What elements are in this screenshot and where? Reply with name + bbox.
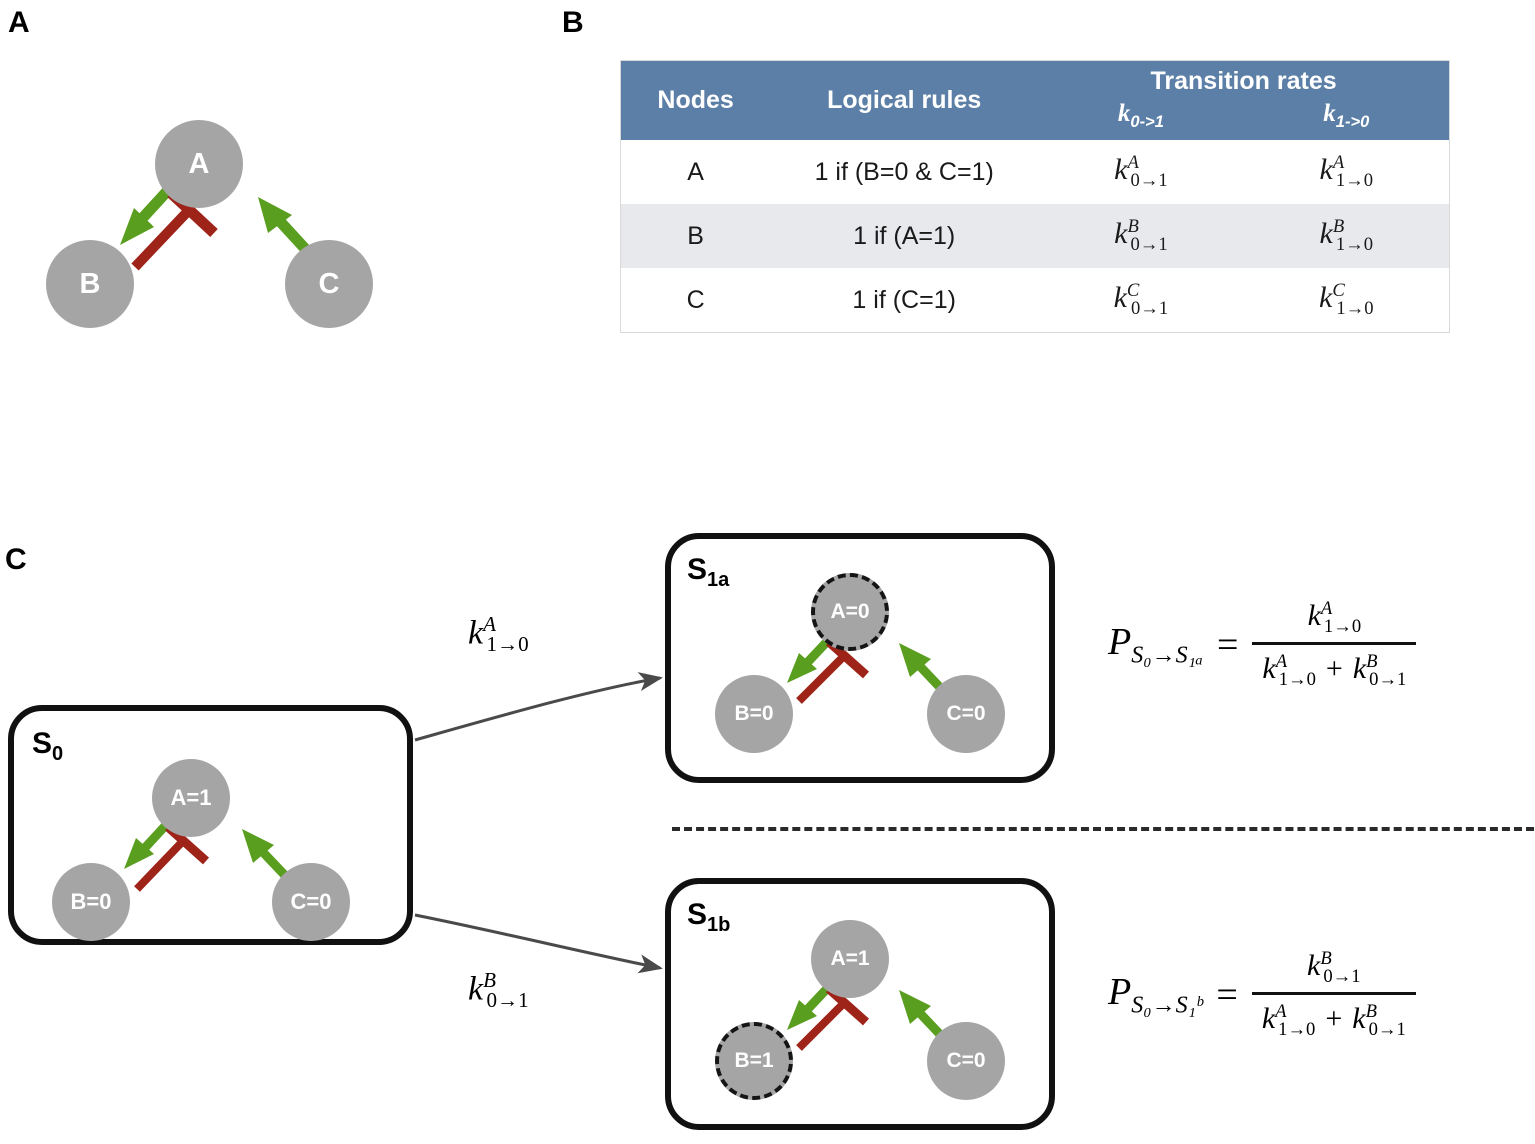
- transition-label-upper: kA1→0: [468, 612, 529, 657]
- node-b-label: B=0: [734, 702, 774, 725]
- node-b-label: B=0: [70, 889, 112, 914]
- node-b: B=1: [715, 1022, 793, 1100]
- cell-rule: 1 if (C=1): [852, 285, 956, 314]
- state-box-s1b: S1b A=1 B=1 C=0: [665, 878, 1055, 1130]
- formula-numerator: kA1→0: [1307, 598, 1362, 637]
- column-header-k0to1: k0->1: [1038, 98, 1244, 140]
- formula-probability-s1a: PS₀→S₁ₐ = kA1→0 kA1→0 + kB0→1: [1108, 598, 1417, 691]
- node-a: A=0: [811, 573, 889, 651]
- node-a: A=1: [152, 759, 230, 837]
- formula-fraction: kA1→0 kA1→0 + kB0→1: [1252, 598, 1417, 691]
- node-a-label: A=0: [830, 600, 870, 623]
- column-header-transition-rates: Transition rates: [1038, 60, 1450, 98]
- formula-probability-s1b: PS₀→S₁ᵇ = kB0→1 kA1→0 + kB0→1: [1108, 948, 1416, 1041]
- cell-node: C: [686, 285, 705, 314]
- panel-label-b: B: [562, 6, 584, 39]
- state-box-s0: S0 A=1 B=0 C=0: [8, 705, 413, 945]
- table-header: Nodes Logical rules Transition rates k0-…: [620, 60, 1450, 140]
- network-diagram-s1a: A=0 B=0 C=0: [699, 553, 1044, 778]
- fraction-bar: [1252, 642, 1417, 645]
- node-b-label: B: [79, 267, 101, 300]
- formula-equals: =: [1216, 623, 1239, 666]
- node-b-label: B=1: [734, 1049, 774, 1072]
- state-tag-s0: S0: [32, 727, 64, 765]
- node-c-label: C=0: [946, 702, 986, 725]
- table-row: C 1 if (C=1) kC0→1 kC1→0: [621, 268, 1450, 333]
- cell-node: A: [687, 157, 704, 186]
- cell-node: B: [620, 204, 771, 268]
- node-c-label: C: [318, 267, 340, 300]
- node-a-label: A=1: [170, 785, 212, 810]
- table-row: B 1 if (A=1) kB0→1 kB1→0: [620, 204, 1450, 268]
- k1to0-sub: 1->0: [1335, 113, 1370, 131]
- node-a-label: A: [188, 147, 210, 180]
- k0to1-sub: 0->1: [1130, 113, 1164, 131]
- network-diagram-s1b: A=1 B=1 C=0: [699, 900, 1044, 1125]
- formula-fraction: kB0→1 kA1→0 + kB0→1: [1251, 948, 1416, 1041]
- fraction-bar: [1251, 992, 1416, 995]
- transition-rates-table: Nodes Logical rules Transition rates k0-…: [620, 60, 1450, 333]
- state-box-s1a: S1a A=0 B=0 C=0: [665, 533, 1055, 783]
- network-diagram-panel-a: A B C: [30, 75, 410, 335]
- node-a: A: [155, 120, 243, 208]
- cell-rule: 1 if (A=1): [770, 204, 1039, 268]
- panel-label-c: C: [5, 543, 27, 576]
- arrow-s0-to-s1b: [414, 913, 663, 974]
- column-header-logical-rules: Logical rules: [770, 60, 1039, 140]
- network-diagram-s0: A=1 B=0 C=0: [34, 735, 404, 941]
- transition-label-lower: kB0→1: [468, 968, 529, 1013]
- node-c-label: C=0: [946, 1049, 986, 1072]
- formula-lhs: PS₀→S₁ᵇ: [1108, 970, 1203, 1019]
- node-b: B: [46, 240, 134, 328]
- cell-k0to1: kC0→1: [1113, 280, 1169, 319]
- cell-k1to0: kA1→0: [1319, 152, 1374, 191]
- formula-lhs: PS₀→S₁ₐ: [1108, 620, 1203, 669]
- arrow-s0-to-s1a: [414, 672, 663, 742]
- column-header-k1to0: k1->0: [1243, 98, 1450, 140]
- node-b: B=0: [715, 675, 793, 753]
- table-row: A 1 if (B=0 & C=1) kA0→1 kA1→0: [621, 140, 1450, 204]
- cell-k0to1: kA0→1: [1114, 152, 1168, 191]
- k0to1-base: k: [1117, 100, 1131, 127]
- branch-divider: [672, 827, 1534, 831]
- node-c: C=0: [927, 1022, 1005, 1100]
- node-b: B=0: [52, 863, 130, 941]
- formula-numerator: kB0→1: [1307, 948, 1361, 987]
- formula-denominator: kA1→0 + kB0→1: [1261, 1001, 1406, 1040]
- state-tag-s1a: S1a: [687, 553, 730, 591]
- cell-k1to0: kC1→0: [1319, 280, 1374, 319]
- node-c: C=0: [272, 863, 350, 941]
- node-c: C=0: [927, 675, 1005, 753]
- cell-k1to0: kB1→0: [1243, 204, 1450, 268]
- cell-k0to1: kB0→1: [1038, 204, 1244, 268]
- formula-equals: =: [1216, 973, 1238, 1016]
- k1to0-base: k: [1323, 100, 1336, 127]
- cell-rule: 1 if (B=0 & C=1): [814, 157, 994, 186]
- node-a: A=1: [811, 920, 889, 998]
- node-a-label: A=1: [830, 947, 870, 970]
- column-header-nodes: Nodes: [620, 60, 771, 140]
- panel-label-a: A: [8, 6, 30, 39]
- formula-denominator: kA1→0 + kB0→1: [1262, 651, 1407, 690]
- node-c: C: [285, 240, 373, 328]
- node-c-label: C=0: [290, 889, 332, 914]
- table-body: A 1 if (B=0 & C=1) kA0→1 kA1→0 B 1 if (A…: [620, 140, 1450, 333]
- state-tag-s1b: S1b: [687, 898, 731, 936]
